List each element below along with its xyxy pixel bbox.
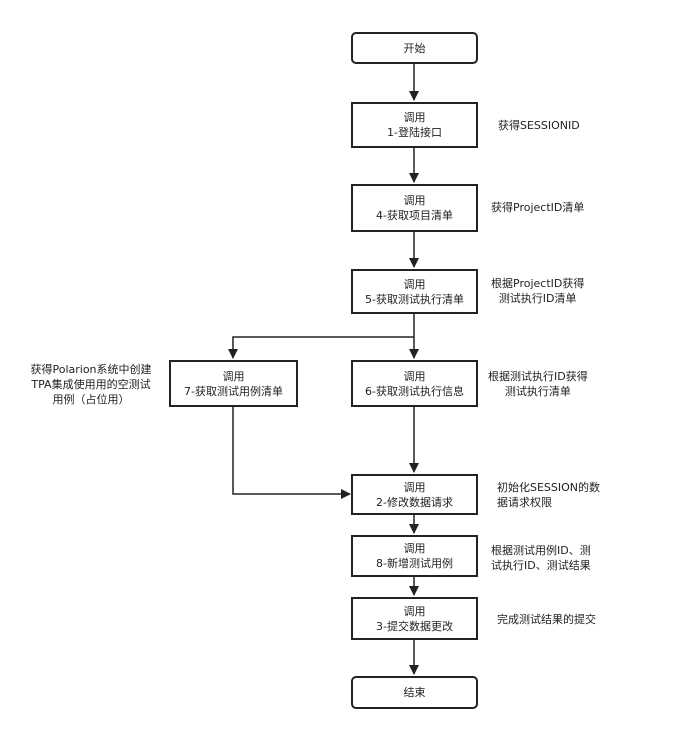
note-testcases-line-2: TPA集成使用用的空测试 xyxy=(31,378,151,391)
edge-testcases-modify xyxy=(232,407,351,499)
note-testcases-line-1: 获得Polarion系统中创建 xyxy=(30,363,152,376)
step-projects: 调用 4-获取项目清单 xyxy=(351,184,478,232)
step-projects-label-2: 4-获取项目清单 xyxy=(376,209,453,222)
step-modify-label-2: 2-修改数据请求 xyxy=(376,495,453,509)
step-modify: 调用 2-修改数据请求 xyxy=(351,474,478,515)
note-testcases: 获得Polarion系统中创建 TPA集成使用用的空测试 用例（占位用） xyxy=(16,362,166,407)
note-executions-line-1: 根据ProjectID获得 xyxy=(491,277,585,290)
note-add-case-line-2: 试执行ID、测试结果 xyxy=(491,559,591,572)
note-executions-line-2: 测试执行ID清单 xyxy=(498,292,577,305)
note-projects-line-1: 获得ProjectID清单 xyxy=(491,201,585,214)
step-submit: 调用 3-提交数据更改 xyxy=(351,597,478,640)
end-node: 结束 xyxy=(351,676,478,709)
start-label: 开始 xyxy=(403,41,426,55)
step-testcases-label-1: 调用 xyxy=(222,369,245,383)
note-exec-info-line-2: 测试执行清单 xyxy=(504,385,571,398)
step-submit-label-2: 3-提交数据更改 xyxy=(376,619,453,633)
step-add-case: 调用 8-新增测试用例 xyxy=(351,535,478,577)
step-add-case-label-1: 调用 xyxy=(403,542,426,555)
step-executions: 调用 5-获取测试执行清单 xyxy=(351,269,478,314)
note-add-case: 根据测试用例ID、测 试执行ID、测试结果 xyxy=(491,543,591,573)
note-modify-line-1: 初始化SESSION的数 xyxy=(497,481,601,494)
note-projects: 获得ProjectID清单 xyxy=(491,200,584,215)
step-executions-label-2: 5-获取测试执行清单 xyxy=(365,292,464,306)
step-modify-label-1: 调用 xyxy=(403,480,426,494)
note-login-line-1: 获得SESSIONID xyxy=(498,119,580,132)
step-exec-info: 调用 6-获取测试执行信息 xyxy=(351,360,478,407)
note-submit-line-1: 完成测试结果的提交 xyxy=(497,613,596,626)
step-projects-label-1: 调用 xyxy=(403,194,426,207)
note-exec-info: 根据测试执行ID获得 测试执行清单 xyxy=(488,369,588,399)
step-testcases: 调用 7-获取测试用例清单 xyxy=(169,360,298,407)
step-exec-info-label-1: 调用 xyxy=(403,369,426,383)
step-add-case-label-2: 8-新增测试用例 xyxy=(376,557,453,570)
note-add-case-line-1: 根据测试用例ID、测 xyxy=(491,544,591,557)
step-testcases-label-2: 7-获取测试用例清单 xyxy=(184,384,283,398)
note-submit: 完成测试结果的提交 xyxy=(497,612,596,627)
note-exec-info-line-1: 根据测试执行ID获得 xyxy=(488,370,588,383)
step-executions-label-1: 调用 xyxy=(403,277,426,291)
step-submit-label-1: 调用 xyxy=(403,604,426,618)
edge-executions-testcases xyxy=(228,336,414,359)
note-modify-line-2: 据请求权限 xyxy=(497,496,552,509)
step-login: 调用 1-登陆接口 xyxy=(351,102,478,148)
step-login-label-2: 1-登陆接口 xyxy=(387,126,442,139)
note-executions: 根据ProjectID获得 测试执行ID清单 xyxy=(491,276,584,306)
step-login-label-1: 调用 xyxy=(403,111,426,124)
start-node: 开始 xyxy=(351,32,478,64)
note-login: 获得SESSIONID xyxy=(498,118,580,133)
note-modify: 初始化SESSION的数 据请求权限 xyxy=(497,480,600,510)
note-testcases-line-3: 用例（占位用） xyxy=(52,393,130,406)
end-label: 结束 xyxy=(403,686,426,699)
step-exec-info-label-2: 6-获取测试执行信息 xyxy=(365,384,464,398)
